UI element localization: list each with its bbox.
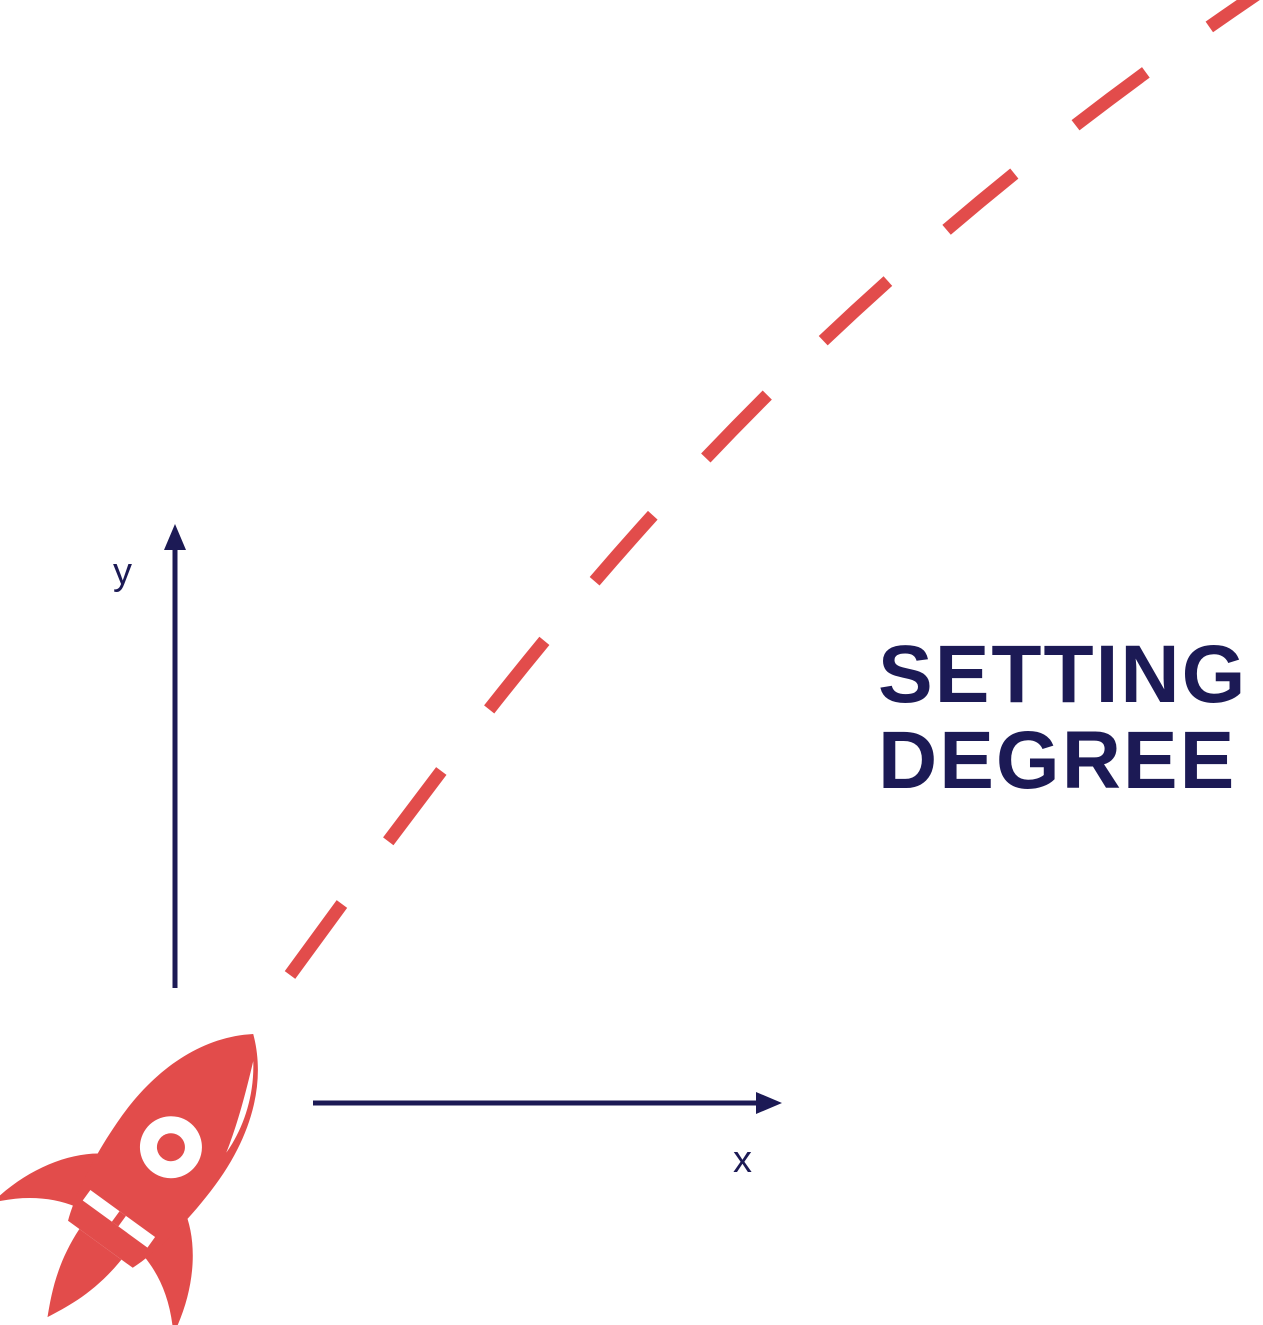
x-axis-label: x <box>733 1139 752 1181</box>
slide-title: SETTING DEGREE <box>878 632 1247 804</box>
y-axis-arrowhead <box>164 524 186 550</box>
trajectory-path <box>284 0 1260 979</box>
title-line-2: DEGREE <box>878 715 1237 806</box>
x-axis-arrowhead <box>756 1092 782 1114</box>
y-axis-label: y <box>113 551 132 593</box>
title-line-1: SETTING <box>878 629 1248 720</box>
rocket-icon <box>0 1033 258 1325</box>
